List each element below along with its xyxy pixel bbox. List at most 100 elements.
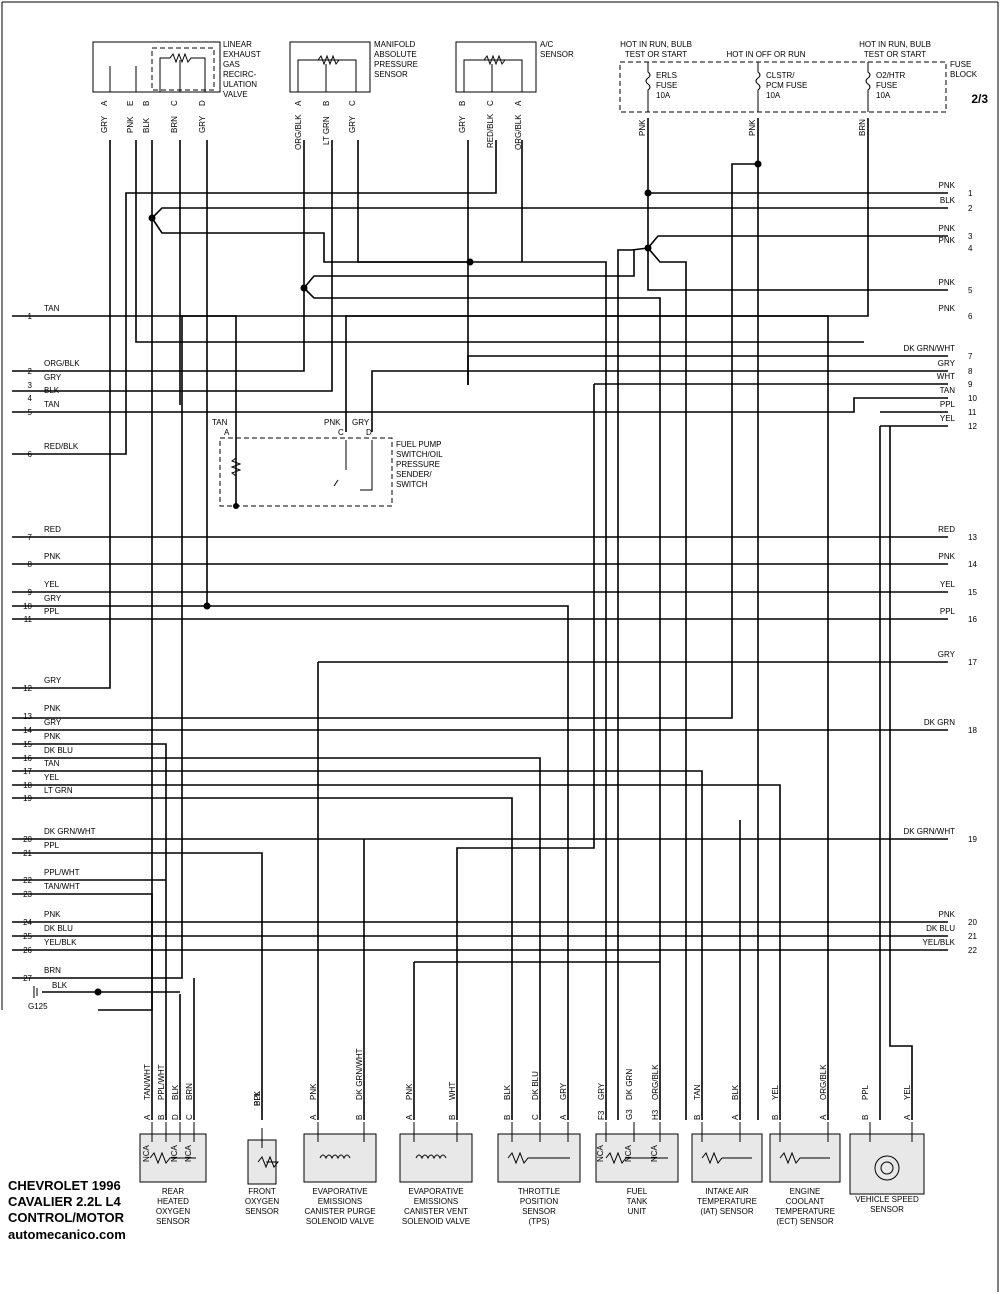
component-pin-nca: NCA xyxy=(184,1144,193,1162)
left-pin-wire: PPL xyxy=(44,607,60,616)
right-pin-wire: PPL xyxy=(940,400,956,409)
left-pin-number: 27 xyxy=(23,974,32,983)
map-label-2: PRESSURE xyxy=(374,60,418,69)
ac-wire-1: RED/BLK xyxy=(486,113,495,148)
left-pin-number: 15 xyxy=(23,740,32,749)
resistor-icon xyxy=(701,1151,752,1165)
title-line-3: automecanico.com xyxy=(8,1227,126,1242)
right-pin-wire: PNK xyxy=(939,304,956,313)
component-name-line: SENSOR xyxy=(870,1205,904,1214)
component-name-line: FRONT xyxy=(248,1187,276,1196)
component-name-line: EVAPORATIVE xyxy=(408,1187,463,1196)
component-pin-letter: G3 xyxy=(625,1109,634,1120)
component-pin-wire: ORG/BLK xyxy=(819,1064,828,1100)
left-pin-number: 20 xyxy=(23,835,32,844)
map-wire-2: GRY xyxy=(348,115,357,133)
component-body xyxy=(399,1133,473,1183)
component-pin-wire: DK GRN xyxy=(625,1069,634,1100)
component-name-line: CANISTER PURGE xyxy=(304,1207,375,1216)
ac-sensor: A/C SENSOR xyxy=(455,40,574,93)
component-pin-letter: B xyxy=(771,1115,780,1120)
left-pin-wire: PNK xyxy=(44,552,61,561)
right-pin-number: 20 xyxy=(968,918,977,927)
fuse-wire-1: PNK xyxy=(748,119,757,136)
egr-label-1: EXHAUST xyxy=(223,50,261,59)
speed-sensor-core xyxy=(880,1161,894,1175)
title-block: CHEVROLET 1996 CAVALIER 2.2L L4 CONTROL/… xyxy=(8,1178,126,1242)
left-pin-wire: GRY xyxy=(44,676,62,685)
component-name-line: (IAT) SENSOR xyxy=(700,1207,753,1216)
right-pin-wire: GRY xyxy=(938,359,956,368)
ac-pin-0: B xyxy=(458,101,467,106)
component-pin-wire: GRY xyxy=(597,1082,606,1100)
component-pin-letter: A xyxy=(559,1114,568,1120)
map-wire-0: ORG/BLK xyxy=(294,114,303,150)
left-pin-number: 10 xyxy=(23,602,32,611)
component-pin-wire: PPL/WHT xyxy=(157,1064,166,1100)
fuse-header-0b: TEST OR START xyxy=(625,50,687,59)
component-name-line: REAR xyxy=(162,1187,184,1196)
right-pin-wire: DK GRN xyxy=(924,718,955,727)
component-pin-letter: A xyxy=(309,1114,318,1120)
splice-dots xyxy=(94,160,762,996)
left-pin-wire: TAN xyxy=(44,304,60,313)
component-pin-letter: B xyxy=(448,1115,457,1120)
left-pin-column: 1TAN2ORG/BLK3GRY4BLK5TAN6RED/BLK7RED8PNK… xyxy=(23,304,96,983)
right-pin-wire: PNK xyxy=(939,910,956,919)
component-name-line: SENSOR xyxy=(245,1207,279,1216)
left-pin-wire: YEL xyxy=(44,773,60,782)
component-pin-letter: C xyxy=(531,1114,540,1120)
component-pin-wire: TAN xyxy=(693,1084,702,1100)
component-name-line: FUEL xyxy=(627,1187,648,1196)
left-pin-number: 13 xyxy=(23,712,32,721)
component-pin-letter: B xyxy=(503,1115,512,1120)
component-name-line: TEMPERATURE xyxy=(775,1207,835,1216)
right-pin-number: 17 xyxy=(968,658,977,667)
component-name-line: SOLENOID VALVE xyxy=(306,1217,374,1226)
component-pin-wire: DK GRN/WHT xyxy=(355,1048,364,1100)
left-pin-wire: PPL xyxy=(44,841,60,850)
right-pin-wire: PNK xyxy=(939,236,956,245)
egr-label-4: ULATION xyxy=(223,80,257,89)
component-pin-letter: A xyxy=(405,1114,414,1120)
component-pin-wire: PNK xyxy=(309,1083,318,1100)
right-pin-wire: YEL/BLK xyxy=(923,938,956,947)
fuse-1-l0: CLSTR/ xyxy=(766,71,795,80)
left-pin-wire: BRN xyxy=(44,966,61,975)
right-pin-number: 4 xyxy=(968,244,973,253)
component-name-line: VEHICLE SPEED xyxy=(855,1195,919,1204)
resistor-icon xyxy=(257,1155,280,1169)
fuse-0-l2: 10A xyxy=(656,91,671,100)
resistor-icon xyxy=(149,1151,196,1165)
component-name-line: EMISSIONS xyxy=(318,1197,362,1206)
fp-name-2: PRESSURE xyxy=(396,460,440,469)
ac-label-0: A/C xyxy=(540,40,554,49)
left-pin-number: 9 xyxy=(28,588,33,597)
left-pin-wire: YEL xyxy=(44,580,60,589)
fp-wire-2: GRY xyxy=(352,418,370,427)
map-pin-2: C xyxy=(348,100,357,106)
fuse-0-l0: ERLS xyxy=(656,71,677,80)
fuse-0-l1: FUSE xyxy=(656,81,677,90)
component-name-line: OXYGEN xyxy=(156,1207,190,1216)
ac-label-1: SENSOR xyxy=(540,50,574,59)
ground-wire: BLK xyxy=(52,981,68,990)
fuse-header-2b: TEST OR START xyxy=(864,50,926,59)
right-pin-wire: YEL xyxy=(940,414,956,423)
left-pin-number: 2 xyxy=(28,367,33,376)
left-pin-number: 8 xyxy=(28,560,33,569)
fuse-2-l0: O2/HTR xyxy=(876,71,906,80)
egr-wire-2: BLK xyxy=(142,117,151,133)
fuse-block-label-1: BLOCK xyxy=(950,70,978,79)
left-pin-number: 6 xyxy=(28,450,33,459)
left-pin-number: 25 xyxy=(23,932,32,941)
right-pin-wire: RED xyxy=(938,525,955,534)
fuse-wire-0: PNK xyxy=(638,119,647,136)
right-pin-number: 11 xyxy=(968,408,977,417)
fp-wire-0: TAN xyxy=(212,418,228,427)
